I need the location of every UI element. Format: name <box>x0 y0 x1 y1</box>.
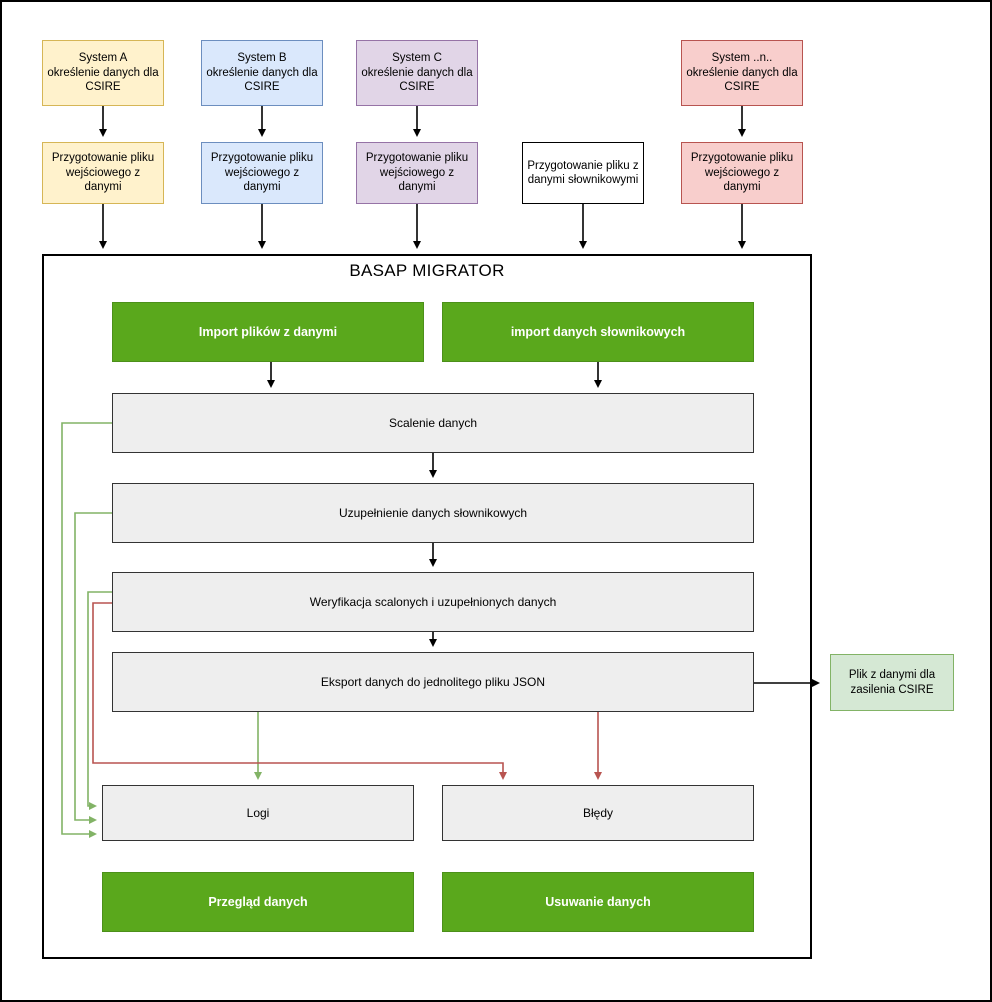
output-label-logs: Logi <box>246 806 270 820</box>
process-box-export-json[interactable]: Eksport danych do jednolitego pliku JSON <box>112 652 754 712</box>
button-label-browse-data: Przegląd danych <box>208 895 308 909</box>
process-box-complete-dictionary[interactable]: Uzupełnienie danych słownikowych <box>112 483 754 543</box>
basap-migrator-title: BASAP MIGRATOR <box>349 261 505 280</box>
button-label-delete-data: Usuwanie danych <box>545 895 651 909</box>
button-delete-data[interactable]: Usuwanie danych <box>442 872 754 932</box>
output-box-logs[interactable]: Logi <box>102 785 414 841</box>
process-box-verify-data[interactable]: Weryfikacja scalonych i uzupełnionych da… <box>112 572 754 632</box>
process-box-merge-data[interactable]: Scalenie danych <box>112 393 754 453</box>
button-browse-data[interactable]: Przegląd danych <box>102 872 414 932</box>
arrows-source-to-prep <box>99 106 746 137</box>
button-import-data-files[interactable]: Import plików z danymi <box>112 302 424 362</box>
process-label-merge-data: Scalenie danych <box>388 416 478 430</box>
process-label-verify-data: Weryfikacja scalonych i uzupełnionych da… <box>309 595 557 609</box>
arrows-prep-to-migrator <box>99 204 746 249</box>
output-label-errors: Błędy <box>582 806 614 820</box>
button-label-import-data-files: Import plików z danymi <box>198 325 338 339</box>
process-label-complete-dictionary: Uzupełnienie danych słownikowych <box>338 506 528 520</box>
button-import-dictionary[interactable]: import danych słownikowych <box>442 302 754 362</box>
button-label-import-dictionary: import danych słownikowych <box>510 325 686 339</box>
process-label-export-json: Eksport danych do jednolitego pliku JSON <box>320 675 546 689</box>
output-box-errors[interactable]: Błędy <box>442 785 754 841</box>
